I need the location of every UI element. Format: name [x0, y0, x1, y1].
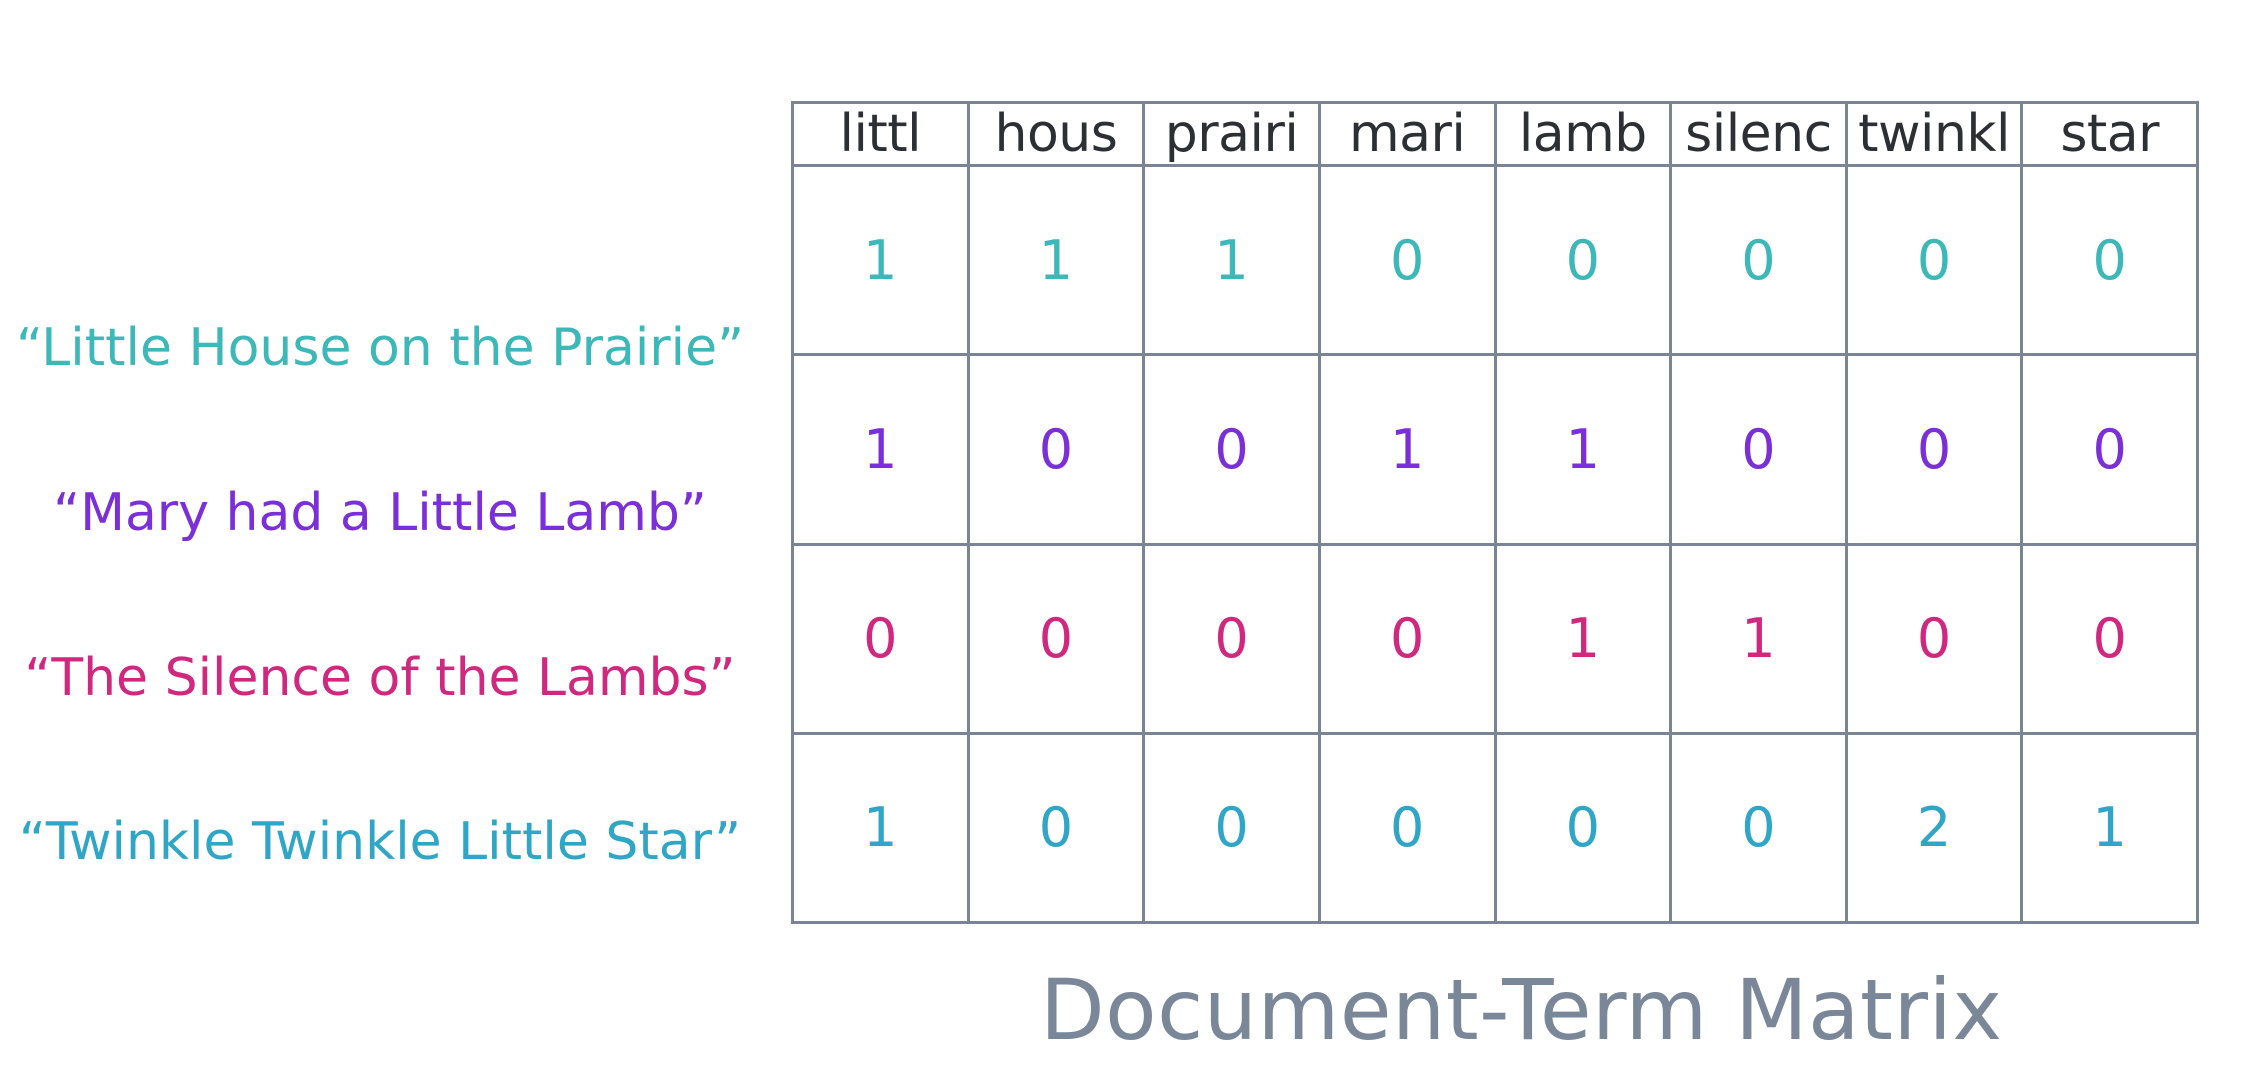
matrix-cell: 1	[1493, 542, 1673, 735]
matrix-cell: 0	[2020, 163, 2199, 357]
matrix-cell: 0	[1669, 353, 1848, 546]
row-label-2: “The Silence of the Lambs”	[24, 648, 736, 708]
matrix-cell: 1	[1142, 163, 1321, 357]
header-row: littl hous prairi mari lamb silenc twink…	[791, 101, 2199, 167]
matrix-cell: 1	[1669, 542, 1848, 735]
matrix-cell: 0	[966, 353, 1146, 546]
matrix-cell: 0	[1844, 542, 2024, 735]
row-label-3: “Twinkle Twinkle Little Star”	[18, 812, 742, 872]
matrix-cell: 0	[2020, 542, 2199, 735]
matrix-cell: 0	[1669, 731, 1848, 925]
matrix-cell: 0	[1142, 353, 1321, 546]
matrix-cell: 0	[2020, 353, 2199, 546]
term-header: mari	[1317, 101, 1497, 167]
matrix-cell: 1	[1317, 353, 1497, 546]
matrix-cell: 0	[1317, 542, 1497, 735]
term-header: prairi	[1142, 101, 1321, 167]
matrix-cell: 1	[966, 163, 1146, 357]
term-header: littl	[791, 101, 970, 167]
term-header: lamb	[1493, 101, 1673, 167]
row-label-1: “Mary had a Little Lamb”	[53, 483, 707, 543]
row-label-0: “Little House on the Prairie”	[15, 318, 745, 378]
matrix-cell: 2	[1844, 731, 2024, 925]
matrix-cell: 0	[1669, 163, 1848, 357]
matrix-cell: 0	[1317, 731, 1497, 925]
term-header: twinkl	[1844, 101, 2024, 167]
matrix-cell: 0	[791, 542, 970, 735]
matrix-cell: 0	[1142, 731, 1321, 925]
matrix-cell: 0	[1493, 731, 1673, 925]
matrix-cell: 1	[1493, 353, 1673, 546]
matrix-row: 1 0 0 0 0 0 2 1	[791, 731, 2199, 925]
matrix-row: 1 0 0 1 1 0 0 0	[791, 353, 2199, 546]
document-term-matrix: littl hous prairi mari lamb silenc twink…	[791, 101, 2199, 925]
matrix-cell: 1	[791, 163, 970, 357]
matrix-cell: 0	[1844, 163, 2024, 357]
matrix-cell: 0	[1142, 542, 1321, 735]
matrix-cell: 0	[1844, 353, 2024, 546]
term-header: star	[2020, 101, 2199, 167]
term-header: hous	[966, 101, 1146, 167]
matrix-cell: 1	[2020, 731, 2199, 925]
matrix-cell: 0	[966, 731, 1146, 925]
matrix-caption: Document-Term Matrix	[1040, 961, 2003, 1059]
term-header: silenc	[1669, 101, 1848, 167]
matrix-cell: 1	[791, 353, 970, 546]
matrix-cell: 1	[791, 731, 970, 925]
matrix-cell: 0	[1493, 163, 1673, 357]
matrix-row: 1 1 1 0 0 0 0 0	[791, 163, 2199, 357]
matrix-cell: 0	[966, 542, 1146, 735]
matrix-row: 0 0 0 0 1 1 0 0	[791, 542, 2199, 735]
matrix-cell: 0	[1317, 163, 1497, 357]
